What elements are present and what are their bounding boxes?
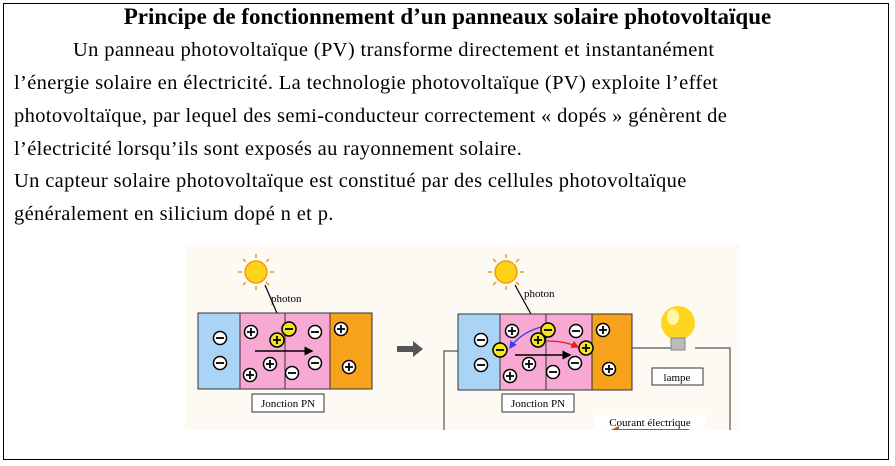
page-frame bbox=[3, 3, 889, 460]
paragraph-line: Un panneau photovoltaïque (PV) transform… bbox=[73, 39, 715, 61]
photon-label: photon bbox=[271, 293, 302, 305]
arrow-right-icon bbox=[397, 341, 423, 357]
junction-label: Jonction PN bbox=[261, 398, 315, 410]
lamp-label: lampe bbox=[664, 372, 691, 384]
junction-label: Jonction PN bbox=[511, 398, 565, 410]
paragraph-line: l’énergie solaire en électricité. La tec… bbox=[14, 72, 719, 94]
current-label: Courant électrique bbox=[609, 417, 691, 429]
paragraph-line: photovoltaïque, par lequel des semi-cond… bbox=[14, 105, 728, 127]
current-arrow-icon bbox=[611, 426, 619, 430]
paragraph-line: l’électricité lorsqu’ils sont exposés au… bbox=[14, 138, 523, 160]
photon-label: photon bbox=[524, 288, 555, 300]
paragraph-line[interactable]: généralement en silicium dopé n et p. bbox=[14, 203, 334, 225]
pv-junction-diagram: photon Jonction PN photon bbox=[185, 245, 740, 430]
junction-before: photon Jonction PN bbox=[197, 253, 373, 413]
lamp-icon bbox=[661, 306, 695, 351]
paragraph-line: Un capteur solaire photovoltaïque est co… bbox=[14, 170, 687, 192]
document-title: Principe de fonctionnement d’un panneaux… bbox=[123, 4, 772, 29]
junction-after: photon Jonction PN bbox=[443, 253, 731, 430]
